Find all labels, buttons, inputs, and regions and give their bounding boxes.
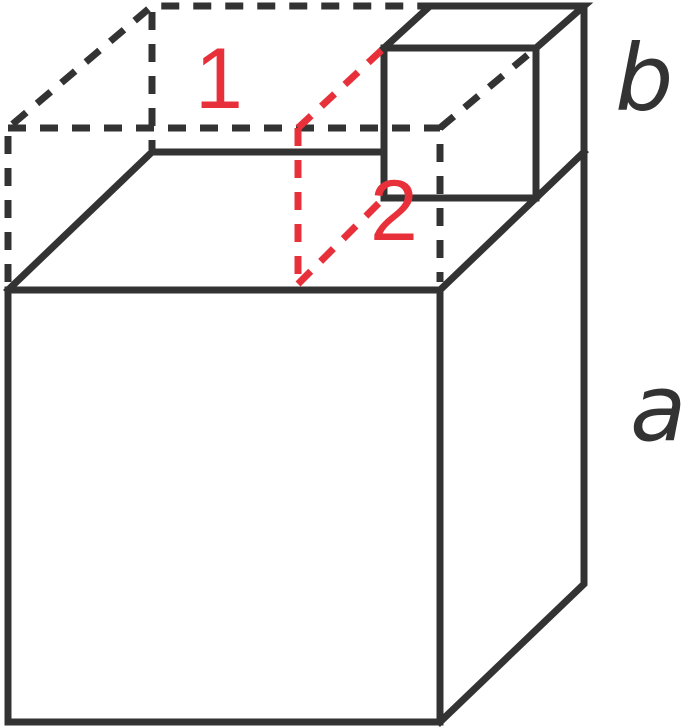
red-dashed-divider-upper: [295, 45, 387, 131]
small-cube-front-face: [380, 44, 540, 202]
side-b-label: b: [615, 25, 673, 132]
dashed-outer-top-left: [4, 2, 430, 282]
large-cube: [3, 147, 589, 727]
large-cube-front-face: [4, 286, 444, 726]
small-cube-top-edges: [379, 2, 594, 53]
large-cube-back-vertical-edge: [435, 148, 588, 727]
red-dividers: [294, 45, 387, 287]
large-cube-right-edges: [435, 193, 541, 295]
small-cube: [379, 2, 594, 202]
region-2-label: 2: [370, 163, 418, 259]
red-dashed-divider-lower: [295, 195, 387, 287]
large-cube-top-edges: [3, 148, 386, 295]
large-cube-top-right-edge: [531, 147, 589, 203]
region-1-label: 1: [195, 31, 243, 127]
dashed-small-cube-hidden-edge: [437, 45, 539, 131]
side-a-label: a: [630, 355, 686, 462]
dashed-completion: [4, 2, 539, 282]
